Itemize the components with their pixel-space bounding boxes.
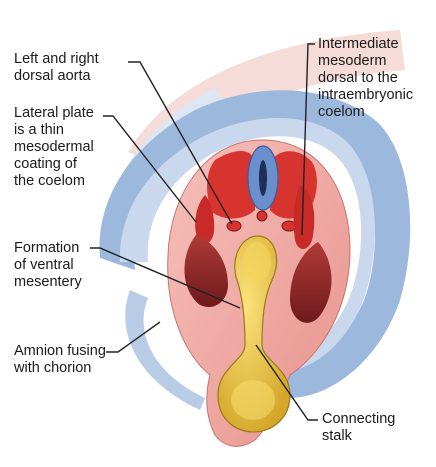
label-line: intraembryonic bbox=[318, 87, 414, 103]
leader-amnion bbox=[106, 321, 161, 353]
label-line: Connecting bbox=[322, 411, 396, 427]
label-line: Lateral plate bbox=[14, 105, 94, 121]
label-intermediate-mesoderm: Intermediate mesoderm dorsal to the intr… bbox=[318, 36, 413, 121]
label-line: stalk bbox=[322, 428, 352, 444]
label-line: mesodermal bbox=[14, 139, 94, 155]
label-line: Amnion fusing bbox=[14, 343, 106, 359]
leader-lateral-plate bbox=[103, 115, 197, 223]
label-line: of ventral bbox=[14, 257, 74, 273]
label-connecting-stalk: Connecting stalk bbox=[322, 411, 395, 445]
dorsal-aortae bbox=[226, 210, 297, 232]
label-line: Left and right bbox=[14, 51, 99, 67]
leader-dorsal-aorta bbox=[128, 61, 233, 225]
gut-and-yolk-sac bbox=[217, 235, 291, 433]
intermediate-mesoderm bbox=[195, 185, 315, 249]
label-line: coating of bbox=[14, 156, 77, 172]
label-lateral-plate: Lateral plate is a thin mesodermal coati… bbox=[14, 105, 94, 190]
leader-lines bbox=[90, 43, 318, 421]
leader-connecting-stalk bbox=[255, 344, 318, 421]
label-line: is a thin bbox=[14, 122, 64, 138]
label-line: the coelom bbox=[14, 173, 85, 189]
label-line: Formation bbox=[14, 240, 80, 256]
label-line: with chorion bbox=[14, 360, 92, 376]
amnion bbox=[99, 90, 411, 410]
label-ventral-mesentery: Formation of ventral mesentery bbox=[14, 240, 82, 291]
label-amnion: Amnion fusing with chorion bbox=[14, 343, 106, 377]
leader-intermediate bbox=[301, 43, 315, 236]
label-line: dorsal to the bbox=[318, 70, 398, 86]
label-line: mesoderm bbox=[318, 53, 387, 69]
leader-ventral-mesentery bbox=[90, 247, 241, 309]
neural-tube bbox=[247, 145, 279, 211]
label-line: dorsal aorta bbox=[14, 68, 91, 84]
label-line: Intermediate bbox=[318, 36, 399, 52]
label-line: mesentery bbox=[14, 274, 82, 290]
label-line: coelom bbox=[318, 104, 365, 120]
label-dorsal-aorta: Left and right dorsal aorta bbox=[14, 51, 99, 85]
